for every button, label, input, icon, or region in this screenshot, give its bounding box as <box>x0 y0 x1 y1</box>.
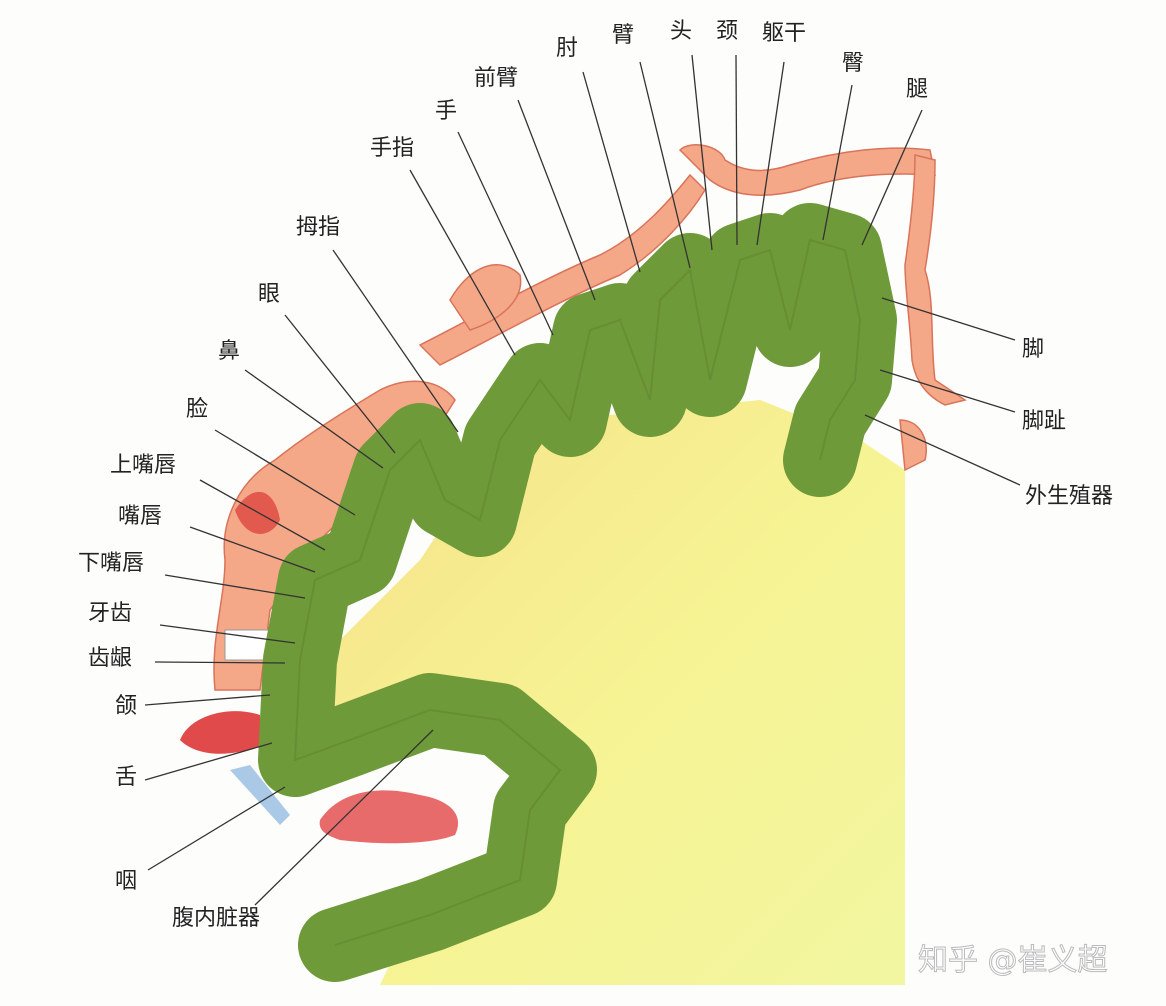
label-eye: 眼 <box>258 282 280 307</box>
cortex-gyri <box>258 203 897 982</box>
leg <box>904 154 967 406</box>
label-trunk: 躯干 <box>762 21 806 46</box>
label-neck: 颈 <box>716 19 738 44</box>
cortex-edge <box>293 238 862 946</box>
label-leg: 腿 <box>906 77 928 102</box>
label-arm: 臂 <box>612 23 634 48</box>
tongue-shape <box>180 711 262 754</box>
label-fingers: 手指 <box>370 136 414 161</box>
label-nose: 鼻 <box>218 339 240 364</box>
label-genitals: 外生殖器 <box>1025 484 1113 509</box>
label-lips: 嘴唇 <box>118 504 162 529</box>
label-pharynx: 咽 <box>115 869 137 894</box>
label-upper-lip: 上嘴唇 <box>110 453 176 478</box>
label-gums: 齿龈 <box>88 646 132 671</box>
label-toes: 脚趾 <box>1022 409 1066 434</box>
label-foot: 脚 <box>1022 337 1044 362</box>
leader-lines <box>144 54 1021 906</box>
label-elbow: 肘 <box>556 36 578 61</box>
label-head: 头 <box>670 19 692 44</box>
label-thumb: 拇指 <box>296 215 340 240</box>
label-tongue: 舌 <box>115 765 137 790</box>
label-abdominal-organs: 腹内脏器 <box>172 906 260 931</box>
genitals <box>899 419 927 472</box>
label-lower-lip: 下嘴唇 <box>78 551 144 576</box>
label-jaw: 颌 <box>115 694 137 719</box>
label-forearm: 前臂 <box>474 66 518 91</box>
label-face: 脸 <box>186 397 208 422</box>
label-hand: 手 <box>435 99 457 124</box>
label-teeth: 牙齿 <box>88 601 132 626</box>
head-neck <box>678 144 936 196</box>
label-hip: 臀 <box>842 51 864 76</box>
pharynx-shape <box>230 765 290 825</box>
intestines-shape <box>319 790 459 844</box>
watermark: 知乎 @崔义超 <box>918 943 1108 978</box>
